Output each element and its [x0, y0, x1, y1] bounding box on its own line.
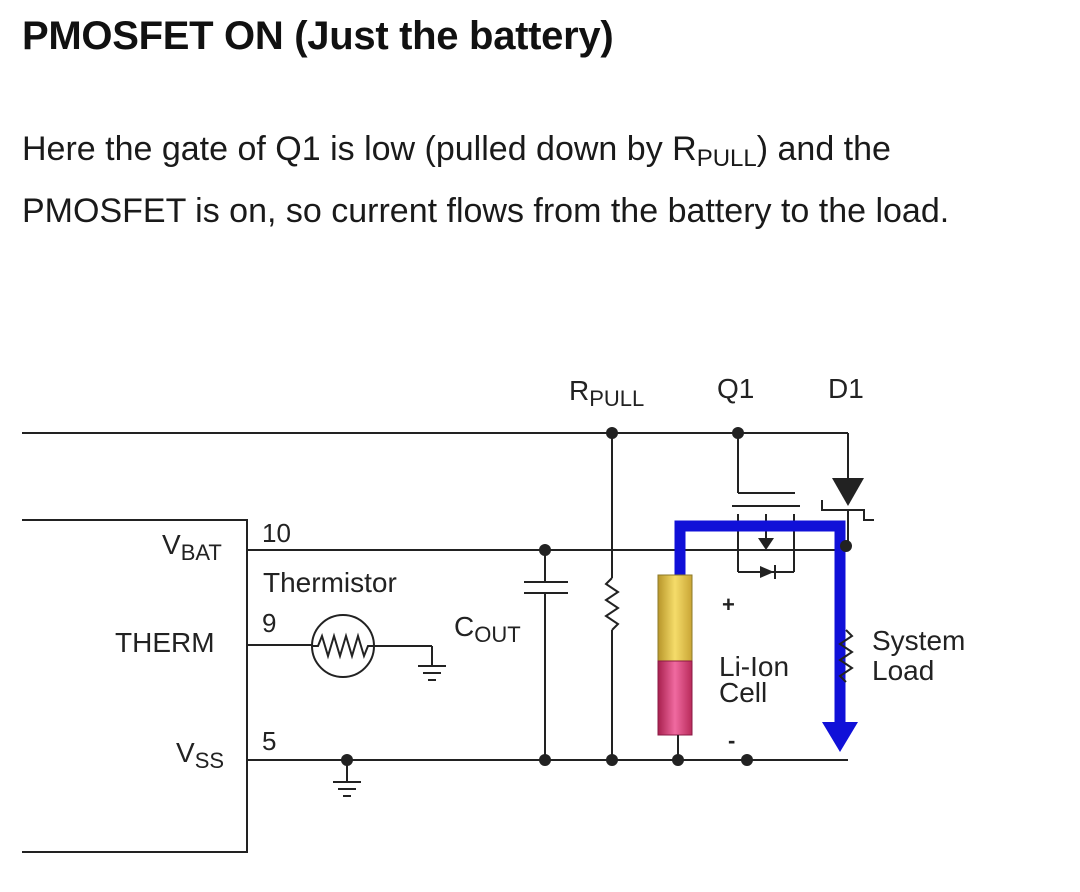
- system-load-resistor: [838, 629, 854, 683]
- q1-body-diode: [760, 566, 774, 578]
- battery-positive-half: [657, 574, 693, 662]
- description-text-part2: ) and the PMOSFET is on, so current flow…: [22, 130, 950, 230]
- rpull-label: RPULL: [569, 375, 644, 411]
- page-title: PMOSFET ON (Just the battery): [22, 14, 614, 58]
- description-paragraph: Here the gate of Q1 is low (pulled down …: [22, 118, 1042, 242]
- thermistor-ground-icon: [418, 646, 446, 681]
- junction-dots: [341, 427, 852, 766]
- current-path: [674, 520, 846, 725]
- cout-label: COUT: [454, 611, 521, 647]
- description-rpull-subscript: PULL: [696, 145, 757, 172]
- system-load-label: System Load: [872, 625, 973, 686]
- q1-pmosfet-symbol: [732, 433, 800, 573]
- li-ion-cell-label: Li-Ion Cell: [719, 651, 797, 708]
- circuit-diagram: RPULL Q1 D1 VBAT THERM VSS 10 9 5 Thermi…: [22, 373, 973, 853]
- q1-body-arrow: [758, 538, 774, 550]
- vss-label: VSS: [176, 737, 224, 773]
- therm-label: THERM: [115, 627, 215, 658]
- q1-label: Q1: [717, 373, 754, 404]
- battery-minus-label: -: [728, 728, 735, 753]
- description-text-part1: Here the gate of Q1 is low (pulled down …: [22, 130, 697, 168]
- battery-plus-label: +: [722, 592, 735, 617]
- battery-negative-half: [657, 660, 693, 736]
- vbat-label: VBAT: [162, 529, 222, 565]
- rpull-resistor: [604, 433, 620, 760]
- cout-capacitor: [524, 550, 568, 760]
- thermistor-resistor: [312, 632, 374, 660]
- pin-9-label: 9: [262, 608, 276, 638]
- current-direction-arrow: [822, 722, 858, 752]
- pin-10-label: 10: [262, 518, 291, 548]
- pin-5-label: 5: [262, 726, 276, 756]
- d1-diode-symbol: [832, 478, 864, 506]
- thermistor-label: Thermistor: [263, 567, 397, 598]
- d1-label: D1: [828, 373, 864, 404]
- ic-outline: [22, 519, 248, 853]
